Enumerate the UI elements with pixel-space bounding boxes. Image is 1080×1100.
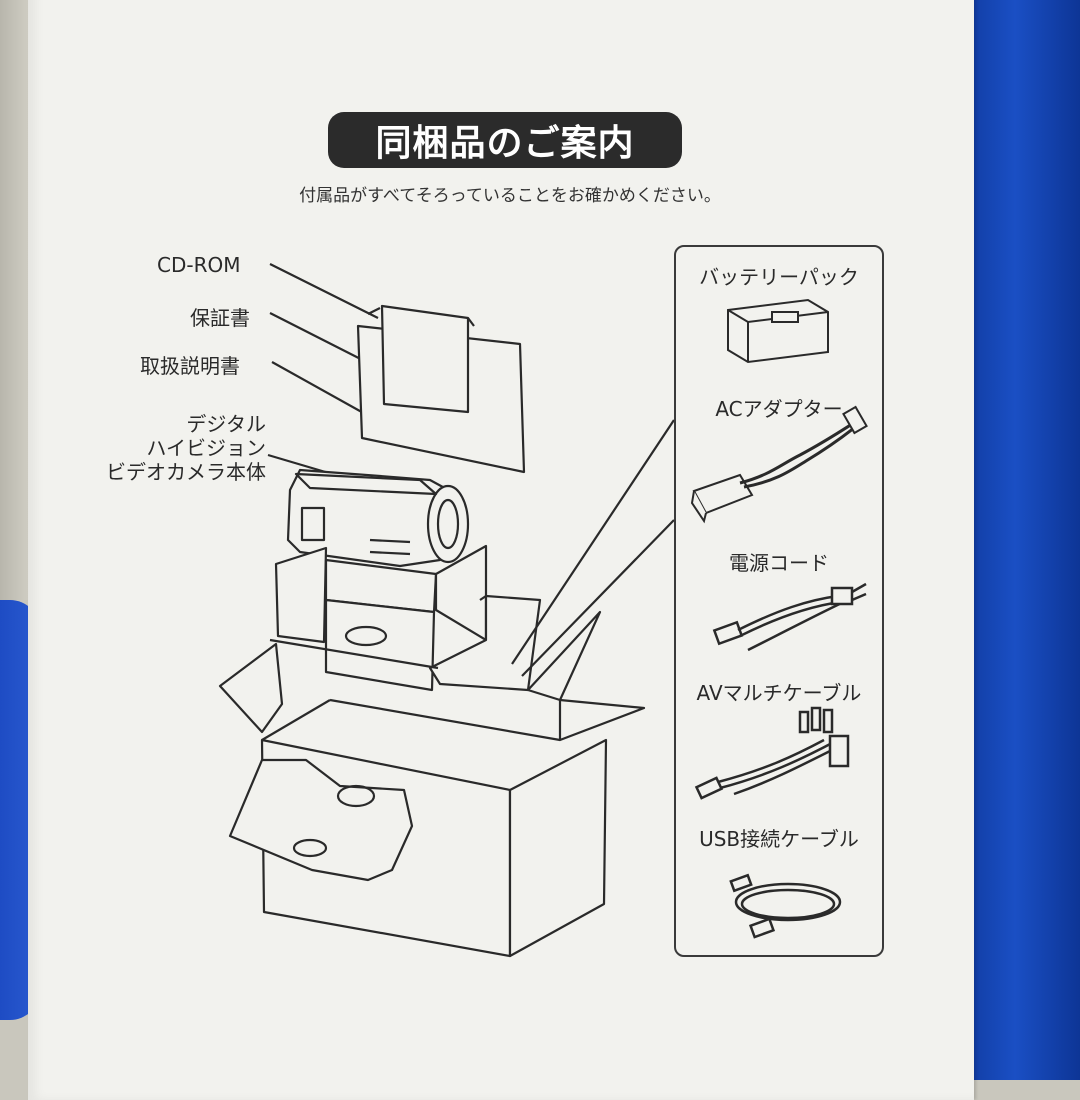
av-multi-cable-icon <box>694 706 850 800</box>
box-blue-edge-right <box>972 0 1080 1080</box>
battery-pack-icon <box>727 298 829 364</box>
label-manual: 取扱説明書 <box>140 354 240 378</box>
label-camera-line2: ハイビジョン <box>146 436 266 460</box>
usb-cable-icon <box>729 873 842 939</box>
section-subtitle: 付属品がすべてそろっていることをお確かめください。 <box>299 186 721 206</box>
box-contents-illustration <box>218 263 675 958</box>
power-cord-icon <box>712 582 867 652</box>
accessory-label-battery: バッテリーパック <box>699 265 859 289</box>
accessory-label-av-cable: AVマルチケーブル <box>696 681 862 705</box>
label-camera-line3: ビデオカメラ本体 <box>106 460 266 484</box>
accessory-label-power-cord: 電源コード <box>729 551 829 575</box>
accessory-label-usb-cable: USB接続ケーブル <box>699 827 859 851</box>
label-camera: デジタル ハイビジョン ビデオカメラ本体 <box>106 412 266 484</box>
label-cd-rom: CD-ROM <box>157 253 241 277</box>
label-warranty: 保証書 <box>190 306 250 330</box>
ac-adapter-icon <box>690 405 868 524</box>
section-title: 同梱品のご案内 <box>328 112 682 168</box>
accessories-panel: バッテリーパック ACアダプター 電源コード AVマルチケーブル USB接続ケー… <box>674 245 884 957</box>
label-camera-line1: デジタル <box>186 412 266 436</box>
accessory-label-ac-adapter: ACアダプター <box>715 397 843 421</box>
